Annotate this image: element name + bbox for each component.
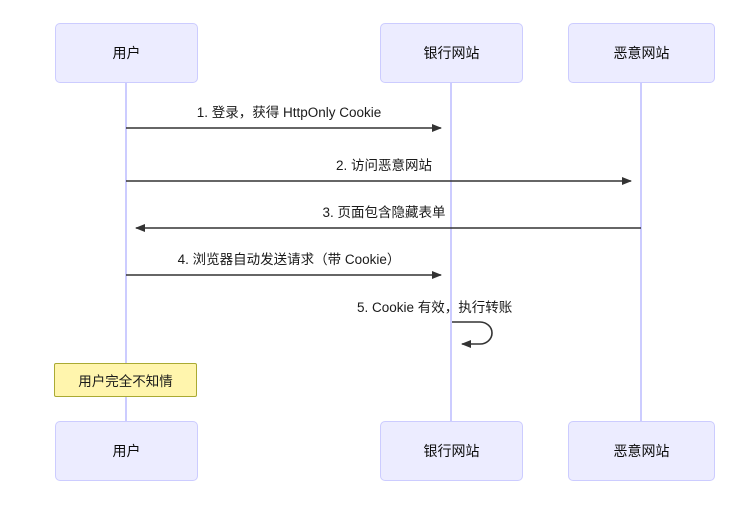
- message-label-5: 5. Cookie 有效，执行转账: [357, 300, 513, 315]
- participant-label-bank-bottom: 银行网站: [423, 443, 480, 459]
- message-label-1: 1. 登录，获得 HttpOnly Cookie: [196, 105, 382, 120]
- message-arrow-5-self-loop: [452, 321, 493, 348]
- participant-label-user-top: 用户: [112, 45, 141, 61]
- message-label-2: 2. 访问恶意网站: [335, 158, 433, 173]
- participant-box-bank-bottom[interactable]: 银行网站: [380, 421, 523, 481]
- message-label-4: 4. 浏览器自动发送请求（带 Cookie）: [177, 252, 401, 267]
- message-label-3: 3. 页面包含隐藏表单: [322, 205, 446, 220]
- participant-label-bank-top: 银行网站: [423, 45, 480, 61]
- note-label: 用户完全不知情: [78, 374, 173, 389]
- participant-box-user-bottom[interactable]: 用户: [55, 421, 198, 481]
- participant-label-user-bottom: 用户: [112, 443, 141, 459]
- participant-box-bank-top[interactable]: 银行网站: [380, 23, 523, 83]
- note-user-unaware: 用户完全不知情: [54, 363, 197, 397]
- participant-box-evil-top[interactable]: 恶意网站: [568, 23, 715, 83]
- participant-label-evil-top: 恶意网站: [613, 45, 670, 61]
- participant-label-evil-bottom: 恶意网站: [613, 443, 670, 459]
- participant-box-evil-bottom[interactable]: 恶意网站: [568, 421, 715, 481]
- participant-box-user-top[interactable]: 用户: [55, 23, 198, 83]
